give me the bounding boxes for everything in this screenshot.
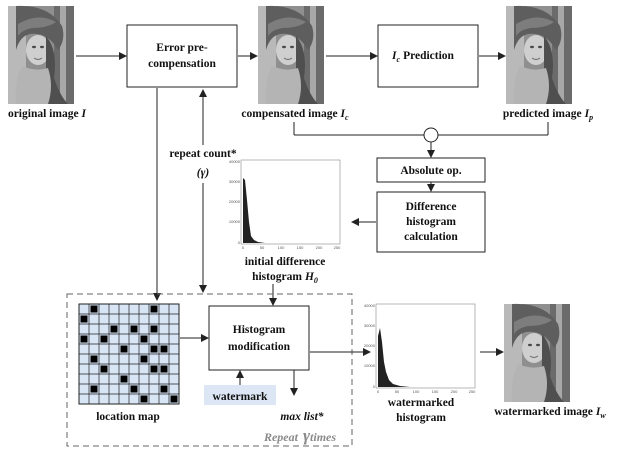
repeat-count-bg bbox=[166, 145, 244, 183]
location-map-marked-cell bbox=[140, 335, 148, 343]
watermarked-hist-label-line2: histogram bbox=[396, 412, 446, 424]
hist-mod-line2: modification bbox=[228, 341, 291, 353]
initial-hist-bars bbox=[243, 178, 265, 243]
wm-xtick-2: 100 bbox=[413, 389, 420, 394]
location-map-grid bbox=[78, 303, 180, 405]
initial-ytick-2: 20000 bbox=[229, 199, 241, 204]
location-map-marked-cell bbox=[160, 385, 168, 393]
prediction-symbol: I bbox=[391, 50, 397, 62]
error-precomp-line1: Error pre- bbox=[156, 42, 208, 54]
initial-difference-histogram: 40000 30000 20000 10000 0 0 50 100 150 2… bbox=[229, 159, 341, 250]
wm-ytick-0: 40000 bbox=[364, 303, 376, 308]
prediction-subscript: c bbox=[397, 55, 401, 64]
repeat-count-label: repeat count* bbox=[169, 148, 236, 160]
initial-ytick-4: 0 bbox=[238, 240, 241, 245]
error-precompensation-box: Error pre- compensation bbox=[126, 24, 238, 88]
wm-ytick-2: 20000 bbox=[364, 343, 376, 348]
error-precomp-line2: compensation bbox=[148, 58, 216, 70]
location-map-marked-cell bbox=[150, 365, 158, 373]
absolute-op-label: Absolute op. bbox=[400, 165, 461, 177]
wm-ytick-4: 0 bbox=[373, 384, 376, 389]
initial-xtick-1: 50 bbox=[260, 245, 265, 250]
initial-ytick-0: 40000 bbox=[229, 159, 241, 164]
watermark-label: watermark bbox=[213, 391, 269, 403]
histogram-modification-box: Histogram modification bbox=[208, 305, 310, 371]
wm-ytick-1: 30000 bbox=[364, 323, 376, 328]
location-map-marked-cell bbox=[120, 375, 128, 383]
watermark-input-box bbox=[204, 385, 276, 405]
location-map-marked-cell bbox=[170, 395, 178, 403]
watermarked-hist-bars bbox=[378, 328, 410, 387]
wm-xtick-0: 0 bbox=[377, 389, 380, 394]
initial-hist-label-line1: initial difference bbox=[245, 256, 326, 268]
location-map-marked-cell bbox=[90, 305, 98, 313]
location-map-marked-cell bbox=[90, 355, 98, 363]
watermarked-image-thumbnail bbox=[503, 303, 571, 403]
location-map-marked-cell bbox=[100, 335, 108, 343]
location-map-marked-cell bbox=[150, 345, 158, 353]
initial-hist-frame bbox=[240, 159, 341, 245]
absolute-op-box: Absolute op. bbox=[376, 157, 486, 183]
repeat-loop-box bbox=[66, 293, 353, 447]
location-map-marked-cell bbox=[150, 305, 158, 313]
diff-calc-line3: calculation bbox=[404, 231, 458, 243]
initial-ytick-1: 30000 bbox=[229, 179, 241, 184]
initial-xtick-3: 150 bbox=[297, 245, 304, 250]
max-list-label: max list* bbox=[280, 411, 323, 423]
watermarked-hist-label-line1: watermarked bbox=[388, 397, 455, 409]
initial-ytick-3: 10000 bbox=[229, 219, 241, 224]
watermarked-hist-frame bbox=[375, 303, 476, 389]
diff-calc-line1: Difference bbox=[406, 201, 457, 213]
hist-mod-line1: Histogram bbox=[233, 324, 286, 336]
initial-xtick-2: 100 bbox=[278, 245, 285, 250]
watermarked-histogram: 40000 30000 20000 10000 0 0 50 100 150 2… bbox=[364, 303, 476, 394]
location-map-marked-cell bbox=[80, 335, 88, 343]
initial-xtick-0: 0 bbox=[242, 245, 245, 250]
location-map-marked-cell bbox=[160, 345, 168, 353]
repeat-count-gamma: (γ) bbox=[197, 167, 210, 179]
location-map-marked-cell bbox=[100, 365, 108, 373]
wm-xtick-1: 50 bbox=[395, 389, 400, 394]
difference-histogram-calc-box: Difference histogram calculation bbox=[376, 191, 486, 253]
original-image-thumbnail bbox=[7, 5, 75, 105]
location-map-marked-cell bbox=[140, 355, 148, 363]
location-map-marked-cell bbox=[120, 345, 128, 353]
location-map-marked-cell bbox=[140, 395, 148, 403]
wm-xtick-3: 150 bbox=[432, 389, 439, 394]
diff-calc-line2: histogram bbox=[406, 216, 456, 228]
location-map-marked-cell bbox=[130, 325, 138, 333]
location-map-marked-cell bbox=[90, 385, 98, 393]
wm-xtick-5: 250 bbox=[469, 389, 476, 394]
wm-xtick-4: 200 bbox=[451, 389, 458, 394]
location-map-marked-cell bbox=[80, 315, 88, 323]
prediction-label: Prediction bbox=[403, 50, 454, 62]
location-map-marked-cell bbox=[110, 325, 118, 333]
wm-ytick-3: 10000 bbox=[364, 363, 376, 368]
location-map-marked-cell bbox=[150, 325, 158, 333]
initial-xtick-4: 200 bbox=[316, 245, 323, 250]
location-map-marked-cell bbox=[160, 365, 168, 373]
location-map-label: location map bbox=[96, 411, 160, 423]
initial-xtick-5: 250 bbox=[334, 245, 341, 250]
compensated-image-thumbnail bbox=[257, 5, 325, 105]
difference-junction bbox=[423, 127, 439, 143]
location-map-marked-cell bbox=[130, 385, 138, 393]
predicted-image-thumbnail bbox=[505, 5, 573, 105]
